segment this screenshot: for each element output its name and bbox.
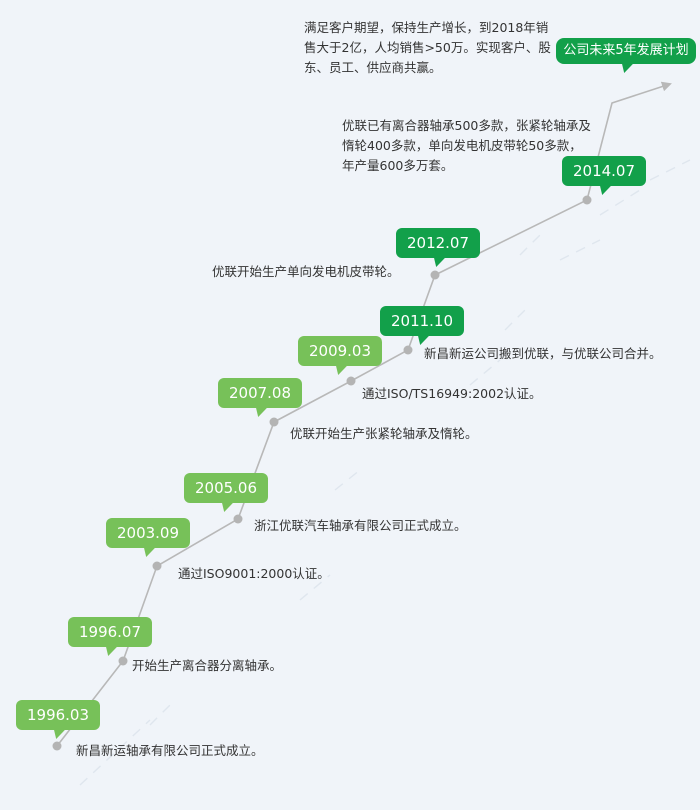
- decorative-dash: [649, 159, 691, 181]
- timeline-dot: [269, 417, 279, 427]
- decorative-dash: [469, 359, 501, 386]
- decorative-dash: [334, 469, 361, 491]
- milestone-date-2012-07: 2012.07: [396, 228, 480, 258]
- milestone-text-2009-03: 通过ISO/TS16949:2002认证。: [362, 386, 542, 401]
- milestone-date-1996-03: 1996.03: [16, 700, 100, 730]
- decorative-dash: [504, 304, 531, 331]
- milestone-text-2014-07: 优联已有离合器轴承500多款，张紧轮轴承及惰轮400多款，单向发电机皮带轮50多…: [342, 118, 591, 173]
- milestone-text-1996-03: 新昌新运轴承有限公司正式成立。: [76, 743, 264, 758]
- milestone-text-2011-10: 新昌新运公司搬到优联，与优联公司合并。: [424, 346, 662, 361]
- decorative-dash: [299, 574, 331, 601]
- decorative-dash: [519, 229, 546, 256]
- timeline-dot: [52, 741, 62, 751]
- milestone-text-2012-07: 优联开始生产单向发电机皮带轮。: [212, 264, 400, 279]
- milestone-date-2003-09: 2003.09: [106, 518, 190, 548]
- milestone-text-1996-07: 开始生产离合器分离轴承。: [132, 658, 283, 673]
- timeline-dot: [152, 561, 162, 571]
- milestone-text-2005-06: 浙江优联汽车轴承有限公司正式成立。: [254, 518, 467, 533]
- future-plan-text: 满足客户期望，保持生产增长，到2018年销售大于2亿，人均销售>50万。实现客户…: [304, 20, 551, 75]
- timeline-dot: [430, 270, 440, 280]
- timeline-dot: [346, 376, 356, 386]
- milestone-date-2014-07: 2014.07: [562, 156, 646, 186]
- timeline-dot: [403, 345, 413, 355]
- milestone-date-2009-03: 2009.03: [298, 336, 382, 366]
- decorative-dash: [559, 239, 601, 261]
- timeline-dots: [52, 195, 592, 751]
- milestone-text-2003-09: 通过ISO9001:2000认证。: [178, 566, 330, 581]
- milestone-date-2005-06: 2005.06: [184, 473, 268, 503]
- decorative-dashes: [79, 159, 691, 786]
- timeline-dot: [233, 514, 243, 524]
- decorative-dash: [79, 719, 151, 786]
- milestone-date-2011-10: 2011.10: [380, 306, 464, 336]
- timeline-dot: [118, 656, 128, 666]
- timeline-dot: [582, 195, 592, 205]
- milestone-date-2007-08: 2007.08: [218, 378, 302, 408]
- milestone-text-2007-08: 优联开始生产张紧轮轴承及惰轮。: [290, 426, 478, 441]
- future-plan-badge: 公司未来5年发展计划: [556, 38, 696, 64]
- decorative-dash: [149, 699, 176, 726]
- milestone-date-1996-07: 1996.07: [68, 617, 152, 647]
- decorative-dash: [599, 189, 641, 216]
